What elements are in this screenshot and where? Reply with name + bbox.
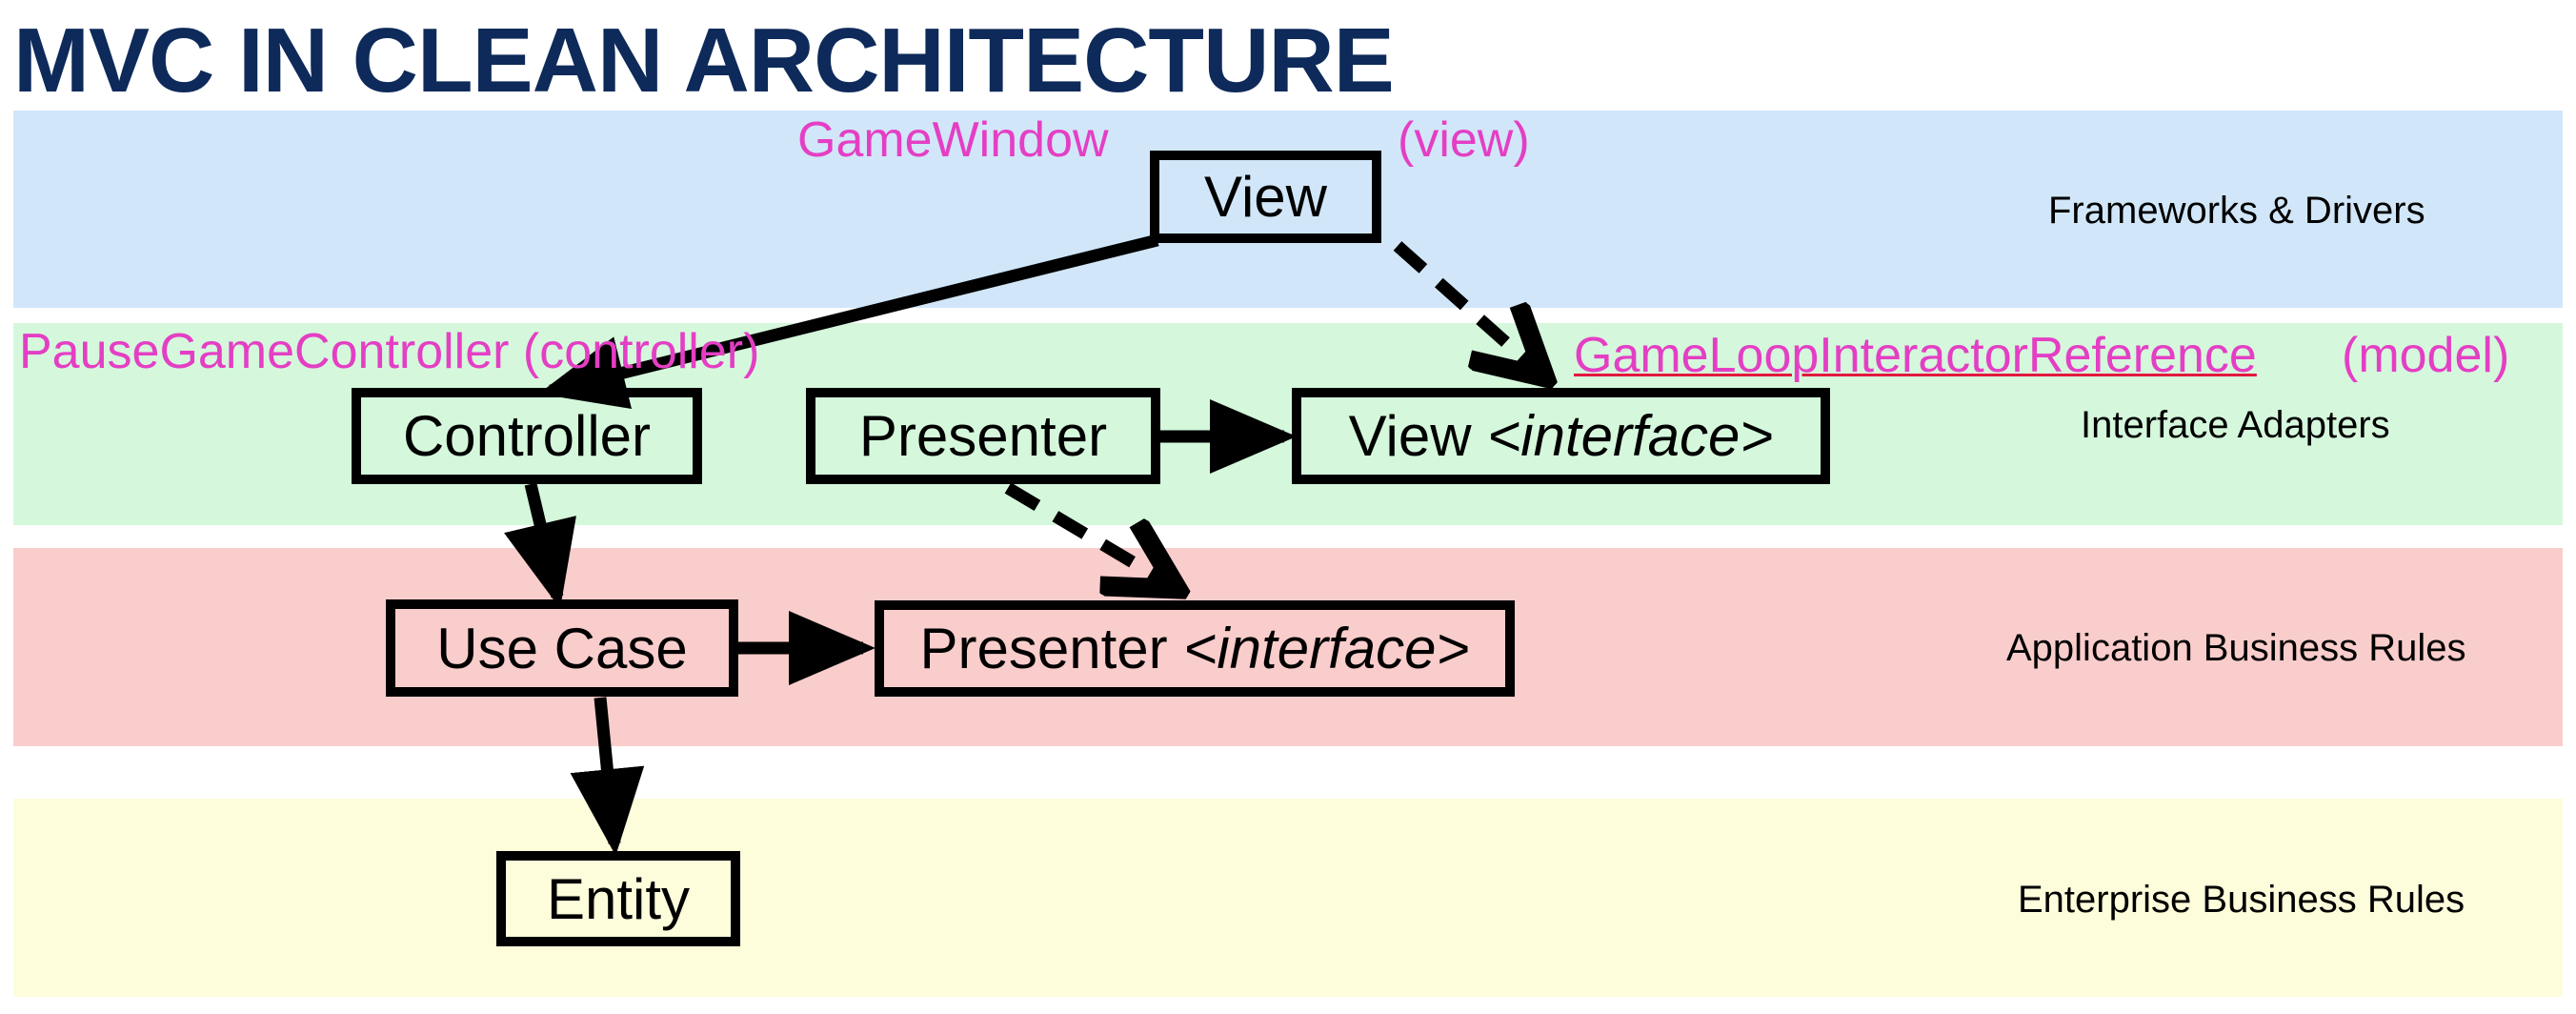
view-box-label: View [1204, 165, 1327, 229]
model-role-label: (model) [2342, 328, 2510, 383]
arrow-view-to-controller [538, 233, 1159, 410]
enterprise-business-rules-layer [13, 799, 2563, 997]
game-window-label: GameWindow [797, 112, 1109, 168]
arrow-view-implements-view-interface [1393, 241, 1545, 377]
presenter-interface-name: Presenter [919, 617, 1168, 680]
entity-box-label: Entity [546, 866, 691, 931]
view-interface-stereotype: <interface> [1487, 404, 1774, 468]
frameworks-drivers-layer [13, 111, 2563, 308]
view-interface-box: View <interface> [1292, 388, 1830, 484]
presenter-interface-box: Presenter <interface> [875, 600, 1515, 697]
page-title: MVC IN CLEAN ARCHITECTURE [13, 10, 1395, 112]
controller-box: Controller [352, 388, 702, 484]
interface-adapters-label: Interface Adapters [2081, 404, 2390, 446]
arrow-presenter-implements-presenter-interface [1004, 482, 1177, 589]
pause-game-controller-label: PauseGameController (controller) [19, 324, 760, 379]
presenter-box-label: Presenter [858, 404, 1108, 468]
enterprise-business-rules-label: Enterprise Business Rules [2018, 879, 2465, 921]
frameworks-drivers-label: Frameworks & Drivers [2048, 190, 2425, 232]
use-case-box-label: Use Case [436, 616, 688, 680]
view-interface-name: View [1348, 404, 1472, 468]
game-loop-interactor-reference-label: GameLoopInteractorReference [1574, 328, 2257, 383]
view-box: View [1150, 151, 1381, 243]
entity-box: Entity [496, 851, 740, 946]
use-case-box: Use Case [386, 599, 738, 697]
presenter-box: Presenter [806, 388, 1160, 484]
controller-box-label: Controller [402, 404, 652, 468]
application-business-rules-layer [13, 548, 2563, 746]
arrow-controller-to-use-case [504, 482, 576, 609]
view-role-label: (view) [1398, 112, 1530, 168]
arrow-use-case-to-entity [570, 697, 645, 856]
presenter-interface-stereotype: <interface> [1183, 617, 1470, 680]
application-business-rules-label: Application Business Rules [2006, 627, 2466, 669]
